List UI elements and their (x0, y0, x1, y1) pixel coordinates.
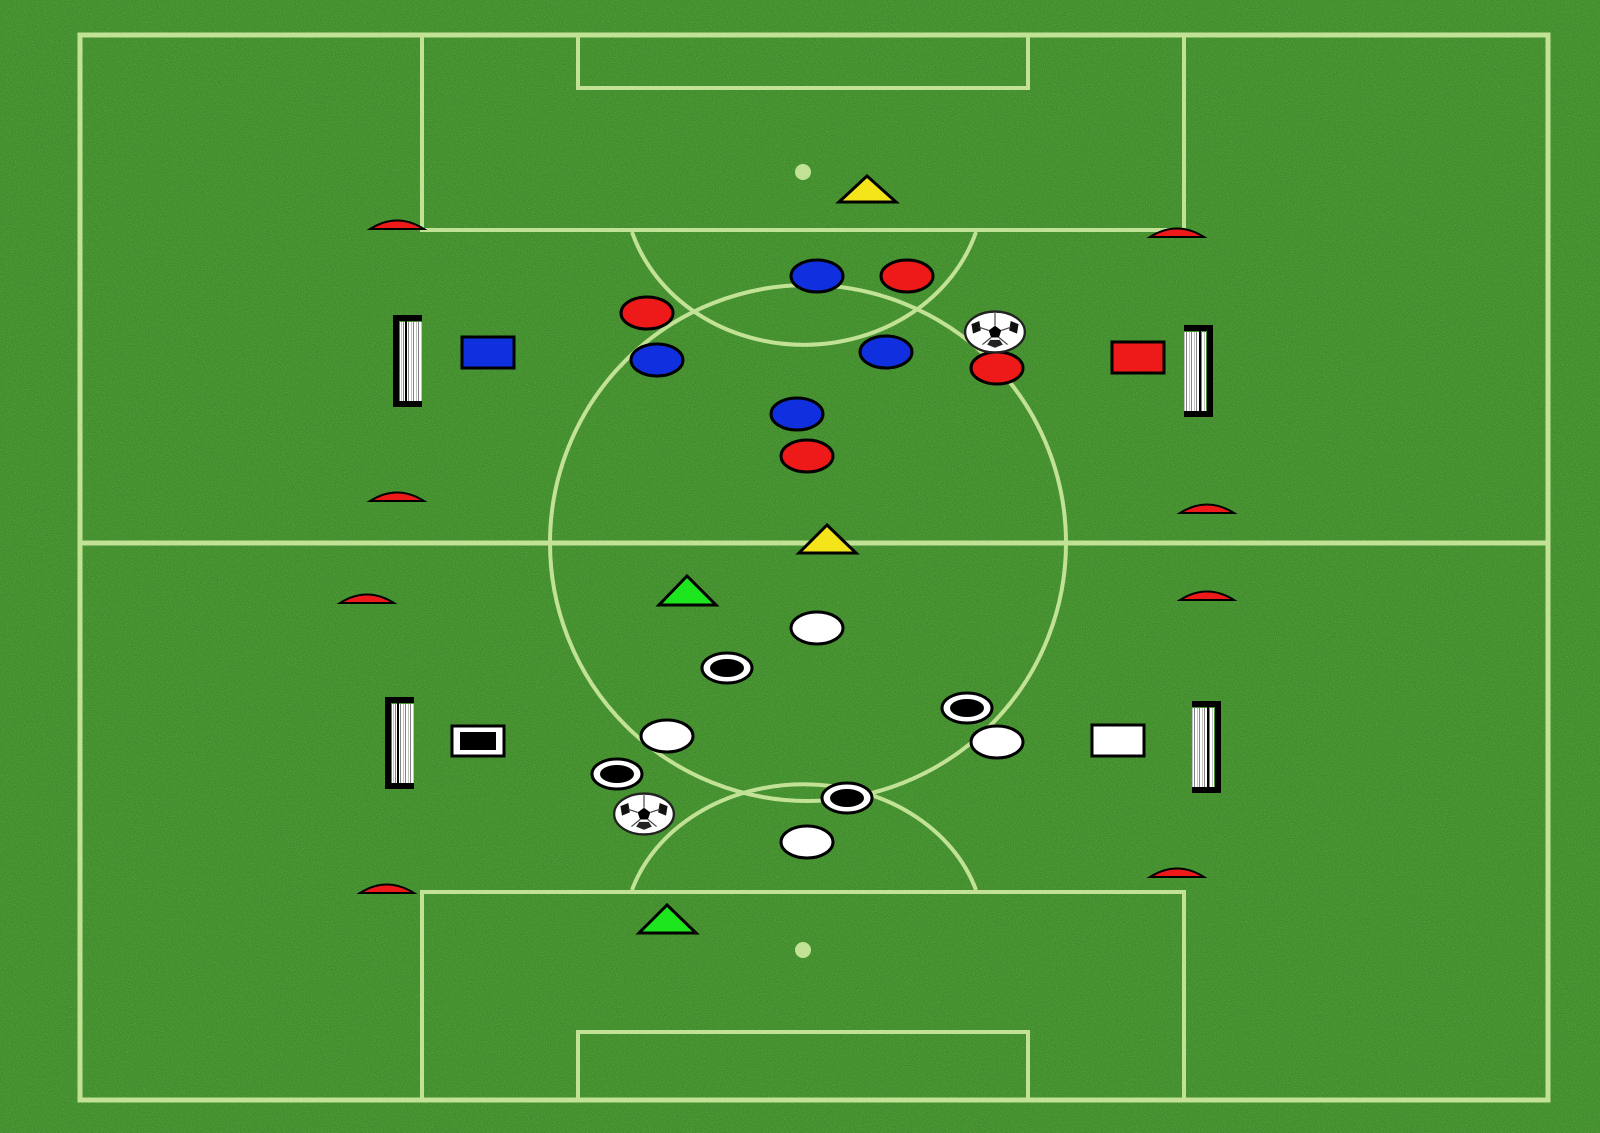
blue-player-icon (629, 342, 685, 378)
white-goalkeeper-icon (1090, 723, 1146, 758)
black-player-icon (700, 651, 754, 685)
bottom-goal-area (576, 1030, 1030, 1102)
blue-player-icon (858, 334, 914, 370)
cone-icon (336, 593, 398, 604)
soccer-ball-icon (963, 310, 1027, 354)
mini-goals (385, 315, 1221, 793)
black-player-icon (940, 691, 994, 725)
bottom-penalty-arc (630, 782, 978, 891)
white-team (639, 610, 1025, 860)
top-penalty-arc (630, 231, 978, 347)
black-goalkeeper-icon (450, 724, 506, 758)
white-player-icon (789, 610, 845, 646)
cone-icon (1146, 867, 1208, 878)
red-player-icon (879, 258, 935, 294)
pitch-markings (77, 32, 1551, 1103)
yellow-marker-icon (835, 173, 900, 204)
bottom-penalty-spot (795, 942, 811, 958)
blue-player-icon (769, 396, 825, 432)
red-team (619, 258, 1025, 474)
cone-icon (1146, 227, 1208, 238)
black-team (590, 651, 994, 815)
red-player-icon (619, 295, 675, 331)
soccer-ball-icon (612, 792, 676, 836)
cone-icon (1176, 503, 1238, 514)
black-player-icon (820, 781, 874, 815)
top-goal-area (576, 33, 1030, 90)
mini-goal-icon (393, 315, 422, 407)
white-player-icon (969, 724, 1025, 760)
cones (336, 219, 1238, 894)
goalkeepers (450, 335, 1166, 758)
markers (635, 173, 900, 935)
mini-goal-icon (385, 697, 414, 789)
mini-goal-icon (1184, 325, 1213, 417)
cone-icon (366, 491, 428, 502)
blue-goalkeeper-icon (460, 335, 516, 370)
cone-icon (1176, 590, 1238, 601)
red-goalkeeper-icon (1110, 340, 1166, 375)
red-player-icon (969, 350, 1025, 386)
green-marker-icon (635, 902, 700, 935)
blue-player-icon (789, 258, 845, 294)
green-marker-icon (655, 573, 720, 607)
cone-icon (356, 883, 418, 894)
yellow-marker-icon (795, 522, 860, 555)
mini-goal-icon (1192, 701, 1221, 793)
blue-team (629, 258, 914, 432)
white-player-icon (639, 718, 695, 754)
cone-icon (366, 219, 428, 230)
red-player-icon (779, 438, 835, 474)
black-player-icon (590, 757, 644, 791)
white-player-icon (779, 824, 835, 860)
top-penalty-spot (795, 164, 811, 180)
